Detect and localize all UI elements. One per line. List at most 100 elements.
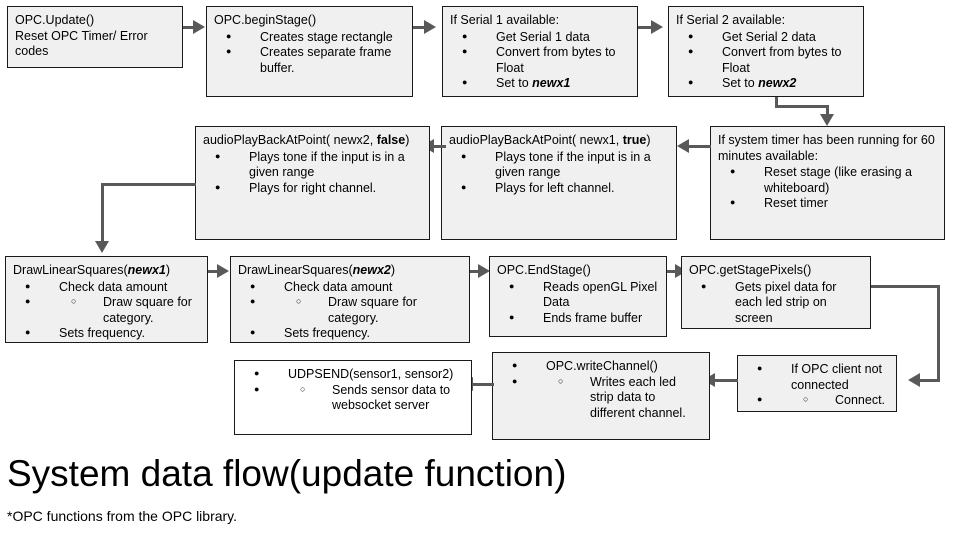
node-audio-right-header: audioPlayBackAtPoint( newx2, false) bbox=[203, 133, 410, 147]
bold-false: false bbox=[376, 133, 406, 147]
node-begin-stage-list: Creates stage rectangle Creates separate… bbox=[214, 29, 405, 77]
node-write-channel-sublist: Writes each led strip data to different … bbox=[546, 374, 702, 422]
list-item: Check data amount bbox=[250, 279, 462, 296]
list-item: Reset timer bbox=[730, 195, 937, 212]
arrowhead-draw1-to-draw2 bbox=[217, 264, 229, 278]
node-opc-client-not-connected[interactable]: If OPC client not connected Connect. bbox=[737, 355, 897, 412]
node-system-timer-header: If system timer has been running for 60 … bbox=[718, 133, 939, 163]
list-item: Plays for right channel. bbox=[215, 180, 422, 197]
arrowhead-beginstage-to-serial1 bbox=[424, 20, 436, 34]
list-item: OPC.writeChannel() bbox=[512, 358, 702, 375]
connector-beginstage-to-serial1 bbox=[413, 26, 427, 29]
connector-serial2-jog bbox=[775, 105, 829, 108]
list-item: Gets pixel data for each led strip on sc… bbox=[701, 279, 863, 327]
node-draw2-sublist: Draw square for category. bbox=[284, 294, 462, 326]
list-item: Set to newx2 bbox=[688, 75, 856, 92]
node-audio-right[interactable]: audioPlayBackAtPoint( newx2, false) Play… bbox=[195, 126, 430, 240]
node-audio-left[interactable]: audioPlayBackAtPoint( newx1, true) Plays… bbox=[441, 126, 677, 240]
node-get-stage-pixels-header: OPC.getStagePixels() bbox=[689, 263, 812, 277]
node-system-timer-list: Reset stage (like erasing a whiteboard) … bbox=[718, 164, 937, 212]
list-item: UDPSEND(sensor1, sensor2) bbox=[254, 366, 464, 383]
node-opc-client-sublist: Connect. bbox=[791, 392, 889, 409]
node-udpsend-list: UDPSEND(sensor1, sensor2) Sends sensor d… bbox=[242, 366, 464, 414]
arrowhead-audio-right-to-draw1 bbox=[95, 241, 109, 253]
node-audio-left-list: Plays tone if the input is in a given ra… bbox=[449, 149, 669, 197]
node-udpsend-sublist: Sends sensor data to websocket server bbox=[288, 382, 464, 414]
list-item-sub: Sends sensor data to websocket server bbox=[300, 382, 464, 414]
footnote: *OPC functions from the OPC library. bbox=[7, 508, 238, 524]
node-get-stage-pixels-list: Gets pixel data for each led strip on sc… bbox=[689, 279, 863, 327]
list-item-sub: Connect. bbox=[803, 392, 889, 409]
list-item: Get Serial 1 data bbox=[462, 29, 630, 46]
list-item: Convert from bytes to Float bbox=[462, 44, 630, 76]
emphasis-newx2: newx2 bbox=[352, 263, 391, 277]
connector-writechannel-to-udpsend bbox=[472, 383, 494, 386]
list-item-sub-wrap: Draw square for category. bbox=[25, 294, 200, 326]
arrowhead-serial2-to-timer bbox=[820, 114, 834, 126]
list-item: Plays tone if the input is in a given ra… bbox=[461, 149, 669, 181]
connector-endstage-to-getpixels bbox=[667, 270, 679, 273]
node-audio-right-list: Plays tone if the input is in a given ra… bbox=[203, 149, 422, 197]
connector-serial1-to-serial2 bbox=[638, 26, 654, 29]
arrowhead-update-to-beginstage bbox=[193, 20, 205, 34]
list-item: Plays tone if the input is in a given ra… bbox=[215, 149, 422, 181]
list-item-sub: Draw square for category. bbox=[296, 294, 462, 326]
node-serial-1-list: Get Serial 1 data Convert from bytes to … bbox=[450, 29, 630, 92]
list-item: Check data amount bbox=[25, 279, 200, 296]
list-item-sub-wrap: Draw square for category. bbox=[250, 294, 462, 326]
connector-audio-left-to-right bbox=[432, 145, 446, 148]
connector-timer-down bbox=[826, 105, 829, 117]
connector-serial2-down bbox=[775, 97, 778, 108]
list-item: If OPC client not connected bbox=[757, 361, 889, 393]
node-draw2-list: Check data amount Draw square for catego… bbox=[238, 279, 462, 342]
list-item-sub: Draw square for category. bbox=[71, 294, 200, 326]
node-draw-linear-squares-newx1[interactable]: DrawLinearSquares(newx1) Check data amou… bbox=[5, 256, 208, 343]
list-item-sub-wrap: Sends sensor data to websocket server bbox=[254, 382, 464, 414]
connector-draw1-to-draw2 bbox=[208, 270, 220, 273]
node-end-stage[interactable]: OPC.EndStage() Reads openGL Pixel Data E… bbox=[489, 256, 667, 337]
node-draw1-list: Check data amount Draw square for catego… bbox=[13, 279, 200, 342]
node-write-channel[interactable]: OPC.writeChannel() Writes each led strip… bbox=[492, 352, 710, 440]
list-item: Ends frame buffer bbox=[509, 310, 659, 327]
list-item: Reset stage (like erasing a whiteboard) bbox=[730, 164, 937, 196]
node-draw2-header: DrawLinearSquares(newx2) bbox=[238, 263, 396, 277]
node-serial-1[interactable]: If Serial 1 available: Get Serial 1 data… bbox=[442, 6, 638, 97]
list-item: Sets frequency. bbox=[250, 325, 462, 342]
node-draw-linear-squares-newx2[interactable]: DrawLinearSquares(newx2) Check data amou… bbox=[230, 256, 470, 343]
arrowhead-timer-to-audio-left bbox=[677, 139, 689, 153]
list-item: Creates stage rectangle bbox=[226, 29, 405, 46]
node-draw1-header: DrawLinearSquares(newx1) bbox=[13, 263, 171, 277]
arrowhead-serial1-to-serial2 bbox=[651, 20, 663, 34]
list-item-sub-wrap: Connect. bbox=[757, 392, 889, 409]
node-end-stage-header: OPC.EndStage() bbox=[497, 263, 591, 277]
page-title: System data flow(update function) bbox=[7, 453, 567, 494]
list-item-sub-wrap: Writes each led strip data to different … bbox=[512, 374, 702, 422]
connector-getpixels-left bbox=[918, 379, 940, 382]
emphasis-newx1: newx1 bbox=[532, 76, 571, 90]
node-audio-left-header: audioPlayBackAtPoint( newx1, true) bbox=[449, 133, 651, 147]
node-begin-stage-header: OPC.beginStage() bbox=[214, 13, 317, 27]
node-opc-update[interactable]: OPC.Update() Reset OPC Timer/ Error code… bbox=[7, 6, 183, 68]
connector-timer-to-audio-left bbox=[688, 145, 711, 148]
connector-draw2-to-endstage bbox=[470, 270, 482, 273]
list-item: Creates separate frame buffer. bbox=[226, 44, 405, 76]
node-serial-2-list: Get Serial 2 data Convert from bytes to … bbox=[676, 29, 856, 92]
list-item-sub: Writes each led strip data to different … bbox=[558, 374, 702, 422]
list-item: Set to newx1 bbox=[462, 75, 630, 92]
node-serial-2[interactable]: If Serial 2 available: Get Serial 2 data… bbox=[668, 6, 864, 97]
node-serial-1-header: If Serial 1 available: bbox=[450, 13, 560, 27]
connector-opc-client-to-writechannel bbox=[714, 379, 738, 382]
node-udpsend[interactable]: UDPSEND(sensor1, sensor2) Sends sensor d… bbox=[234, 360, 472, 435]
connector-getpixels-right bbox=[871, 285, 940, 288]
node-opc-client-list: If OPC client not connected Connect. bbox=[745, 361, 889, 409]
list-item: Sets frequency. bbox=[25, 325, 200, 342]
node-system-timer[interactable]: If system timer has been running for 60 … bbox=[710, 126, 945, 240]
list-item: Plays for left channel. bbox=[461, 180, 669, 197]
connector-audio-right-down bbox=[101, 183, 104, 243]
node-begin-stage[interactable]: OPC.beginStage() Creates stage rectangle… bbox=[206, 6, 413, 97]
list-item: Convert from bytes to Float bbox=[688, 44, 856, 76]
arrowhead-getpixels-to-opc-client bbox=[908, 373, 920, 387]
node-get-stage-pixels[interactable]: OPC.getStagePixels() Gets pixel data for… bbox=[681, 256, 871, 329]
node-opc-update-header: OPC.Update() Reset OPC Timer/ Error code… bbox=[15, 13, 148, 58]
